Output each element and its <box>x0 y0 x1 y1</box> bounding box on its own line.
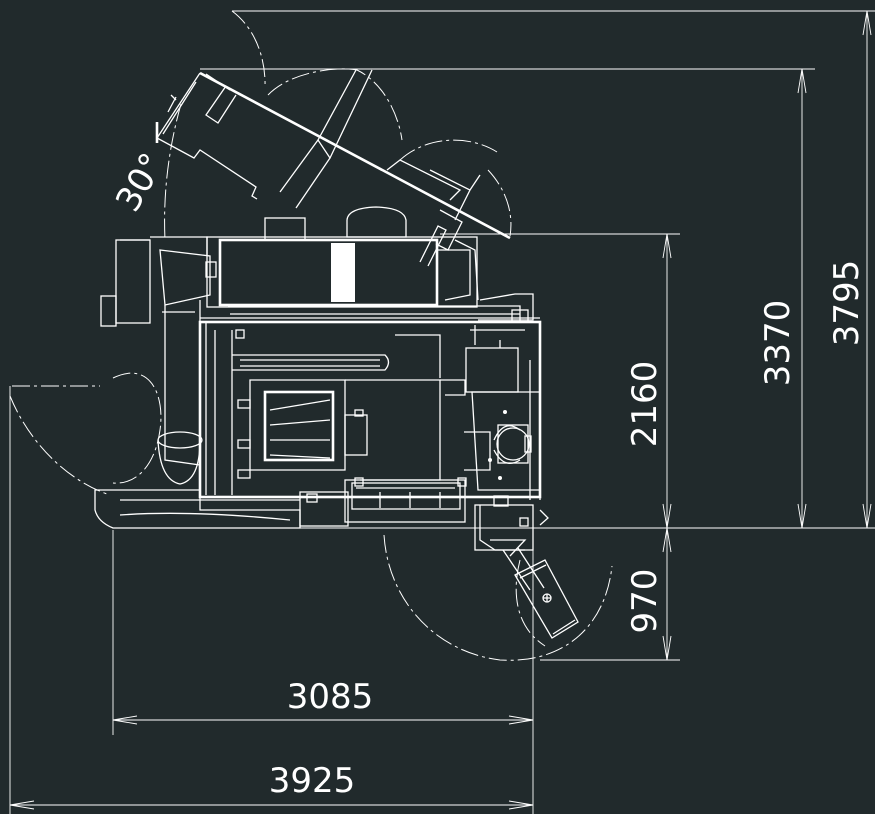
tilted-hood <box>155 69 511 301</box>
dimension-3085-label: 3085 <box>287 677 374 717</box>
dimension-2160-label: 2160 <box>625 361 665 448</box>
dimension-3795-label: 3795 <box>827 260 867 347</box>
dimension-3925 <box>9 386 534 814</box>
dimension-lines <box>9 10 875 814</box>
right-mechanism <box>464 391 541 527</box>
dimension-970 <box>540 527 680 661</box>
dimension-3085 <box>112 530 534 735</box>
top-unit <box>100 206 534 327</box>
dimension-3370 <box>200 68 815 529</box>
control-panel <box>474 504 579 639</box>
dimension-3795 <box>232 10 875 529</box>
extraction-duct <box>157 249 211 485</box>
feed-table <box>94 477 467 529</box>
dimension-3925-label: 3925 <box>269 761 356 801</box>
dimension-2160 <box>440 233 680 529</box>
dimension-970-label: 970 <box>625 569 665 634</box>
dimension-3370-label: 3370 <box>758 300 798 387</box>
machine-body <box>198 305 542 500</box>
